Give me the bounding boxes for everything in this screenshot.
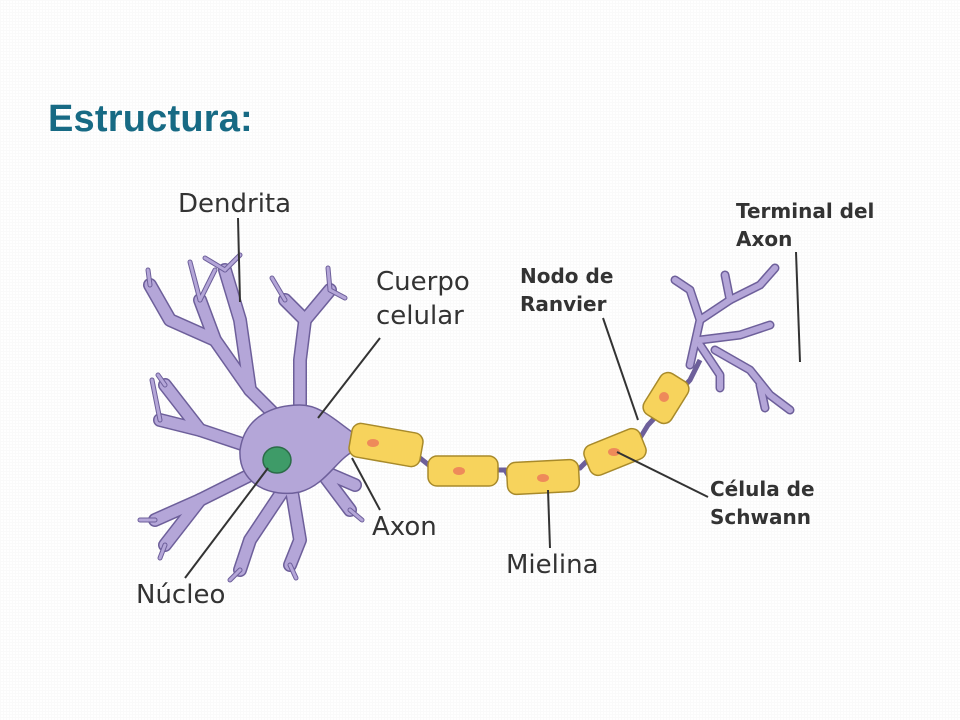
- myelin-sheath: [348, 358, 703, 496]
- leader-celula: [616, 451, 709, 498]
- leader-dendrita: [237, 217, 241, 303]
- label-celula-1: Célula de: [710, 477, 815, 501]
- axon-terminal: [670, 263, 795, 415]
- leader-cuerpo: [317, 337, 381, 419]
- page-title: Estructura:: [48, 98, 253, 140]
- label-celula-2: Schwann: [710, 505, 811, 529]
- label-cuerpo-1: Cuerpo: [376, 267, 470, 297]
- leader-nucleo: [184, 467, 269, 579]
- nucleus: [262, 446, 292, 474]
- schwann-nuclei: [367, 392, 669, 482]
- leader-lines: [184, 217, 801, 579]
- leader-nodo: [602, 317, 639, 421]
- leader-terminal: [795, 251, 801, 363]
- label-dendrita: Dendrita: [178, 189, 291, 219]
- label-nodo-1: Nodo de: [520, 264, 613, 288]
- leader-axon: [351, 457, 381, 511]
- myelin-segment: [348, 422, 424, 468]
- label-terminal-1: Terminal del: [736, 199, 874, 223]
- label-axon: Axon: [372, 512, 437, 542]
- label-nodo-2: Ranvier: [520, 292, 607, 316]
- label-cuerpo-2: celular: [376, 301, 464, 331]
- dendrites: [137, 252, 365, 583]
- label-mielina: Mielina: [506, 550, 599, 580]
- label-terminal-2: Axon: [736, 227, 792, 251]
- label-nucleo: Núcleo: [136, 580, 225, 610]
- leader-mielina: [547, 489, 551, 549]
